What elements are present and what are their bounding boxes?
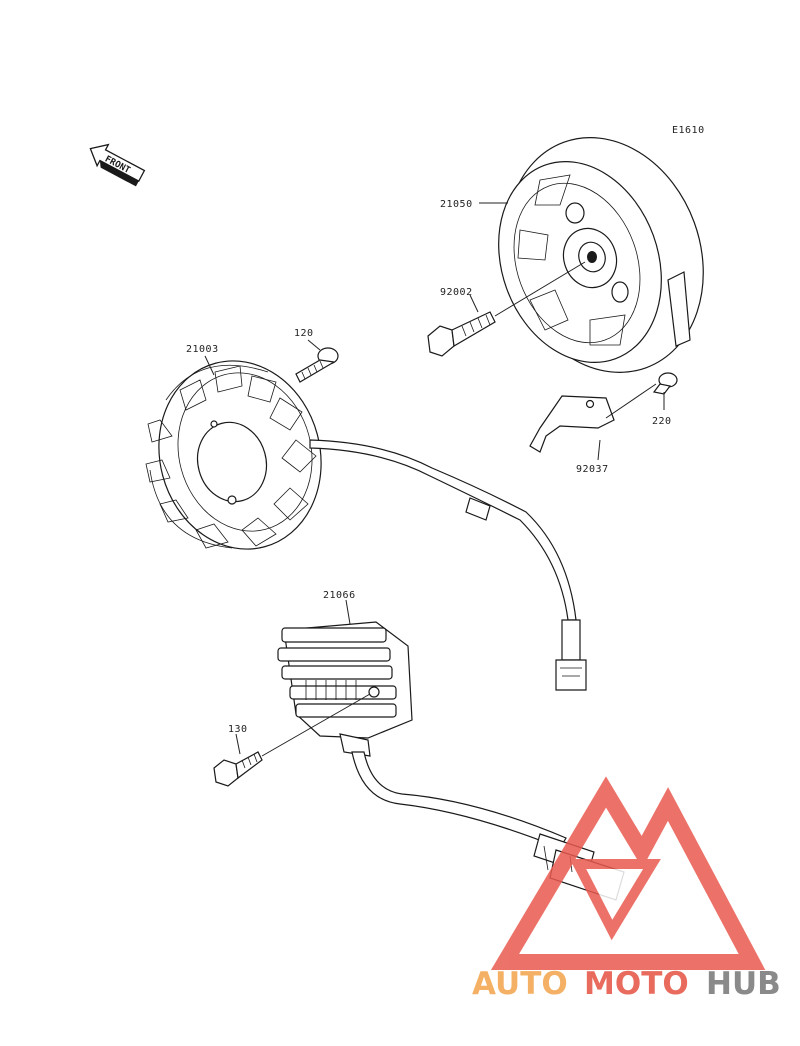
watermark-hub: HUB — [706, 966, 781, 1002]
label-120: 120 — [294, 328, 314, 339]
label-92002: 92002 — [440, 287, 473, 298]
diagram-code: E1610 — [672, 125, 705, 136]
regulator — [277, 621, 413, 757]
label-21003: 21003 — [186, 344, 219, 355]
watermark-logo-icon — [490, 776, 766, 970]
flywheel — [498, 137, 704, 373]
bracket-bolt — [652, 372, 678, 395]
label-21066: 21066 — [323, 590, 356, 601]
label-130: 130 — [228, 724, 248, 735]
regulator-bolt — [213, 751, 263, 787]
label-220: 220 — [652, 416, 672, 427]
flywheel-bolt — [427, 311, 496, 357]
label-21050: 21050 — [440, 199, 473, 210]
stator — [145, 360, 322, 550]
watermark-moto: MOTO — [584, 966, 689, 1002]
front-arrow-icon: FRONT — [89, 143, 146, 187]
label-92037: 92037 — [576, 464, 609, 475]
stator-screw — [295, 347, 339, 383]
bracket — [529, 395, 615, 453]
watermark-auto: AUTO — [472, 966, 568, 1002]
stator-wire — [309, 439, 587, 691]
watermark-text: AUTO MOTO HUB — [472, 966, 781, 1002]
